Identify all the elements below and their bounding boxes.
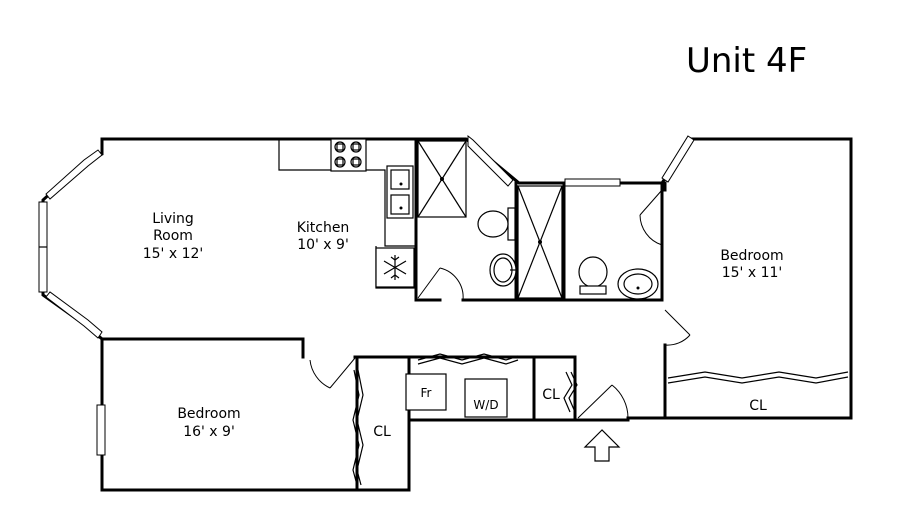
bedroom-left-size: 16' x 9' <box>183 424 235 440</box>
snowflake-icon <box>375 247 415 288</box>
closet-doors <box>352 353 849 486</box>
doors <box>309 189 691 419</box>
closet-left-label: CL <box>373 424 391 440</box>
fridge-label: Fr <box>421 386 432 400</box>
exterior-walls <box>41 137 853 492</box>
unit-title: Unit 4F <box>686 41 807 81</box>
shower-2 <box>517 185 563 299</box>
kitchen-name: Kitchen <box>297 220 350 236</box>
bedroom-right-name: Bedroom <box>720 248 783 264</box>
fridge-box <box>405 373 447 411</box>
toilet-2 <box>578 256 608 295</box>
shower-1 <box>417 140 467 218</box>
stove-burners-icon <box>330 138 367 172</box>
washer-dryer-label: W/D <box>473 398 498 412</box>
living-room-size: 15' x 12' <box>143 246 204 262</box>
kitchen-sink <box>386 165 414 219</box>
windows <box>38 134 695 456</box>
living-room-name-line1: Living <box>152 211 194 227</box>
kitchen-size: 10' x 9' <box>297 237 349 253</box>
bedroom-left-name: Bedroom <box>177 406 240 422</box>
entry-arrow-icon <box>583 429 621 462</box>
living-room-name-line2: Room <box>153 228 193 244</box>
closet-hall-label: CL <box>542 387 560 403</box>
washer-dryer-box <box>464 378 508 418</box>
closet-right-label: CL <box>749 398 767 414</box>
bedroom-right-size: 15' x 11' <box>722 265 783 281</box>
toilet-1 <box>477 207 516 241</box>
sink-2 <box>617 268 659 300</box>
sink-1 <box>489 253 517 287</box>
